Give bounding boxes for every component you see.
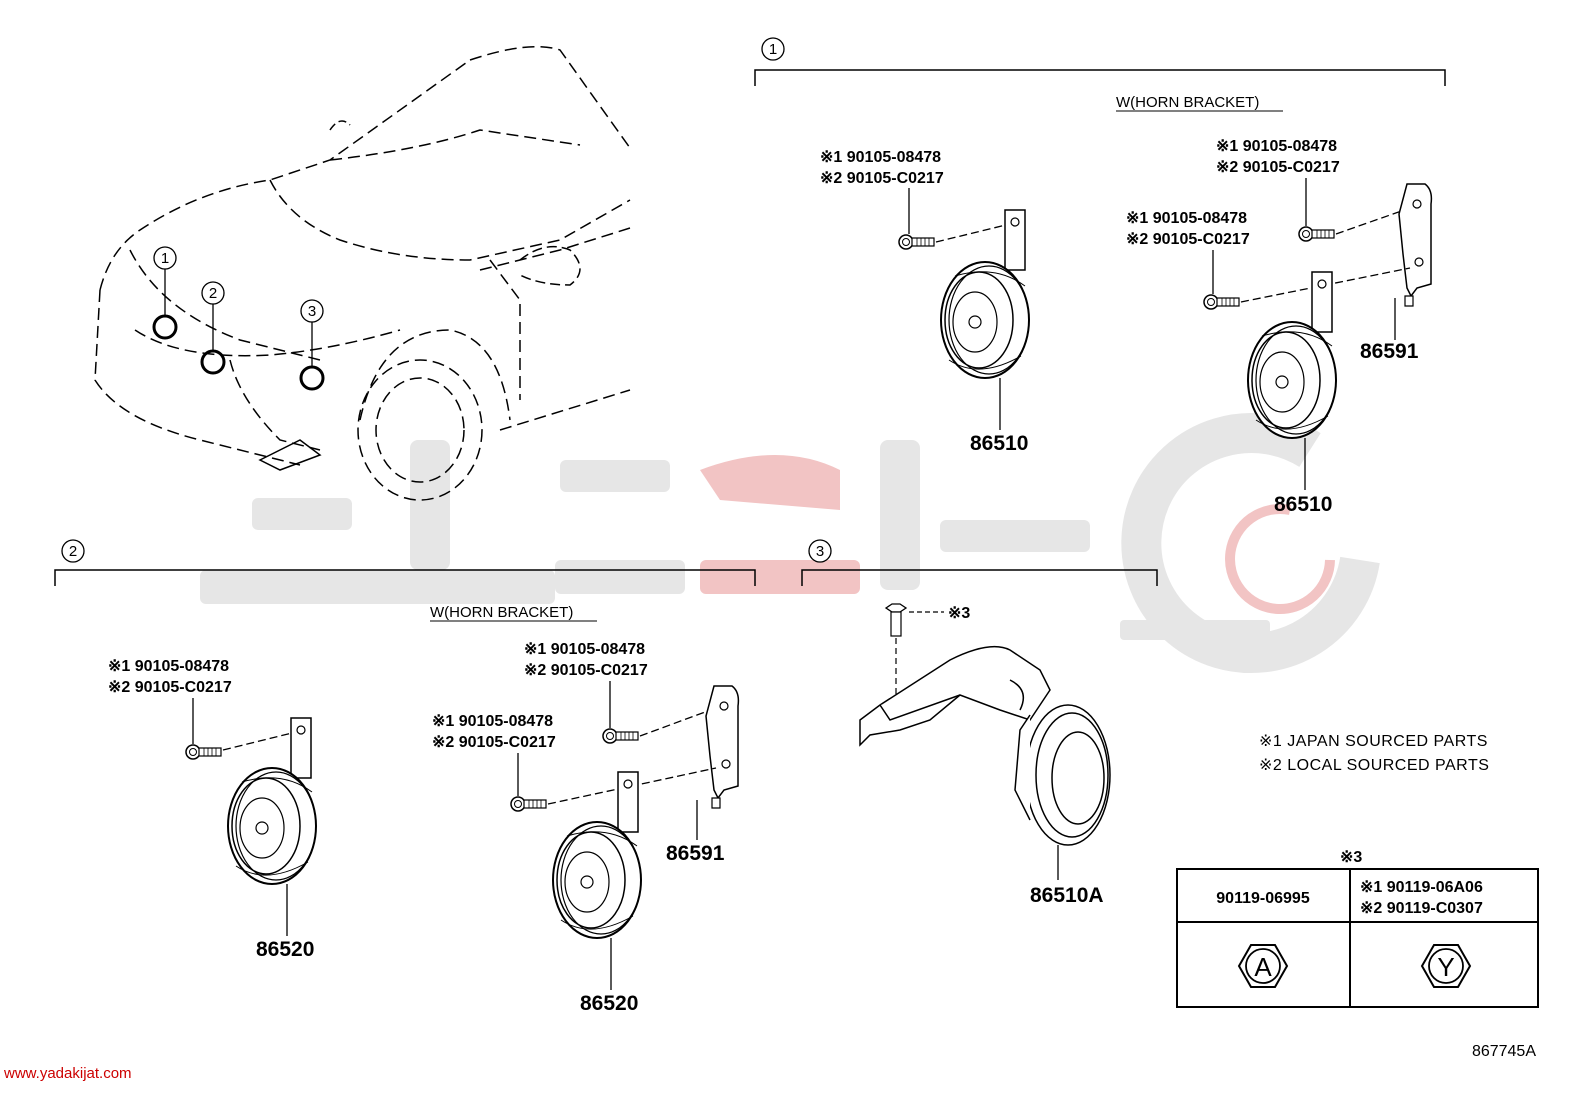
bolt-code-4a: ※1 90105-08478 — [108, 658, 229, 675]
bolt-code-6b: ※2 90105-C0217 — [432, 734, 556, 751]
bolt-code-6a: ※1 90105-08478 — [432, 713, 553, 730]
section-1-header: 1 — [754, 37, 1446, 86]
horn-mount-tab — [1311, 271, 1333, 333]
svg-text:1: 1 — [161, 250, 169, 267]
section-3-header: 3 — [801, 539, 1158, 586]
bolt-code-3b: ※2 90105-C0217 — [1126, 231, 1250, 248]
hex-nut-label-y: Y — [1437, 952, 1454, 982]
watermark-logo — [200, 413, 1380, 674]
horn-bracket-86591 — [705, 685, 740, 809]
svg-text:3: 3 — [308, 303, 316, 320]
horn-86510 — [940, 261, 1030, 379]
table-col2-code-2: ※2 90119-C0307 — [1360, 900, 1483, 917]
horn-86520 — [227, 767, 317, 885]
table-col2-code-1: ※1 90119-06A06 — [1360, 879, 1483, 896]
part-number-86591-b: 86591 — [666, 842, 725, 865]
bolt-code-4b: ※2 90105-C0217 — [108, 679, 232, 696]
bolt — [510, 796, 547, 812]
car-front-illustration — [94, 45, 631, 501]
figure-id: 867745A — [1472, 1043, 1536, 1060]
bolt-code-s3: ※3 — [948, 605, 970, 622]
part-number-86510-b: 86510 — [1274, 493, 1332, 516]
horn-86520 — [552, 821, 642, 939]
table-title: ※3 — [1340, 849, 1362, 866]
note-local-sourced: ※2 LOCAL SOURCED PARTS — [1259, 757, 1489, 774]
svg-text:1: 1 — [769, 41, 777, 58]
part-number-86520-a: 86520 — [256, 938, 314, 961]
horn-86510 — [1247, 321, 1337, 439]
bolt-code-2a: ※1 90105-08478 — [1216, 138, 1337, 155]
horn-bracket-caption-1: W(HORN BRACKET) — [1116, 94, 1259, 111]
bolt-code-1b: ※2 90105-C0217 — [820, 170, 944, 187]
bolt — [1203, 294, 1240, 310]
section-2-header: 2 — [54, 539, 756, 586]
svg-text:2: 2 — [209, 285, 217, 302]
bolt — [898, 234, 935, 250]
car-callout-3: 3 — [299, 299, 325, 391]
bolt-code-1a: ※1 90105-08478 — [820, 149, 941, 166]
horn-mount-tab — [1004, 209, 1026, 271]
car-callout-2: 2 — [200, 281, 226, 375]
bolt — [1298, 226, 1335, 242]
svg-text:2: 2 — [69, 543, 77, 560]
part-number-86591-a: 86591 — [1360, 340, 1419, 363]
horn-bracket-caption-2: W(HORN BRACKET) — [430, 604, 573, 621]
horn-mount-tab — [290, 717, 312, 779]
svg-text:3: 3 — [816, 543, 824, 560]
hex-nut-label-a: A — [1254, 952, 1272, 982]
bolt — [602, 728, 639, 744]
bolt-code-5a: ※1 90105-08478 — [524, 641, 645, 658]
horn-with-bracket-86510A — [859, 645, 1111, 846]
horn-bracket-86591 — [1398, 183, 1433, 307]
part-number-86510A: 86510A — [1030, 884, 1104, 907]
note-japan-sourced: ※1 JAPAN SOURCED PARTS — [1259, 733, 1488, 750]
table-col1-code: 90119-06995 — [1216, 890, 1310, 907]
fastener-table — [1176, 868, 1539, 1008]
part-number-86520-b: 86520 — [580, 992, 638, 1015]
part-number-86510-a: 86510 — [970, 432, 1028, 455]
bolt-code-5b: ※2 90105-C0217 — [524, 662, 648, 679]
bolt-code-2b: ※2 90105-C0217 — [1216, 159, 1340, 176]
bolt — [185, 744, 222, 760]
watermark-url: www.yadakijat.com — [3, 1065, 132, 1082]
bolt-code-3a: ※1 90105-08478 — [1126, 210, 1247, 227]
car-callout-1: 1 — [152, 246, 178, 340]
horn-mount-tab — [617, 771, 639, 833]
